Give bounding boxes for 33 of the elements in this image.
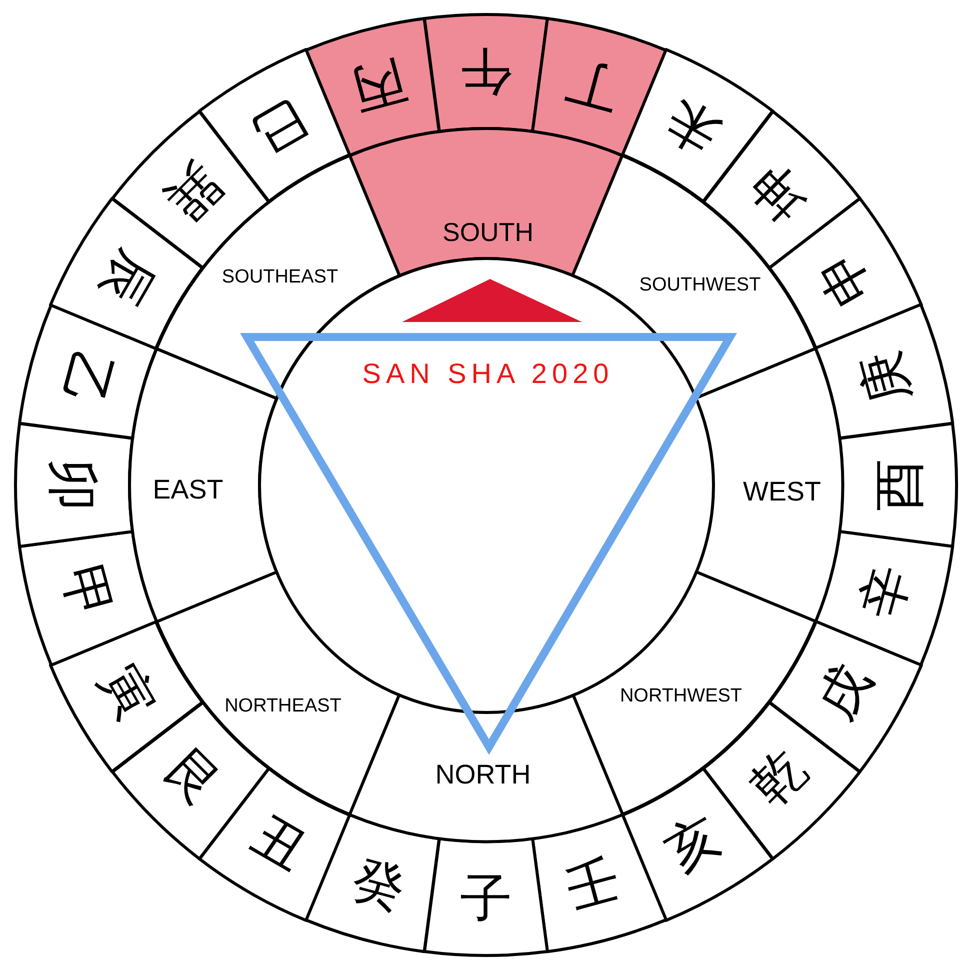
compass-character: 辰 (92, 242, 163, 314)
compass-character: 庚 (854, 346, 918, 410)
heading-text: SAN SHA 2020 (362, 360, 614, 388)
compass-character: 丙 (346, 53, 411, 117)
compass-character: 辛 (854, 560, 918, 624)
compass-character: 乾 (742, 740, 816, 814)
compass-character: 甲 (54, 560, 118, 624)
compass-character: 未 (657, 90, 728, 162)
compass-character: 亥 (657, 808, 728, 880)
compass-character: 寅 (92, 656, 163, 728)
direction-label: NORTHWEST (620, 686, 742, 706)
compass-character: 癸 (346, 853, 411, 917)
compass-character: 乙 (54, 346, 118, 410)
compass-character: 戌 (809, 656, 880, 728)
compass-character: 丁 (561, 53, 625, 117)
direction-label: SOUTHWEST (639, 275, 761, 294)
compass-character: 壬 (561, 853, 625, 917)
direction-label: SOUTHEAST (222, 267, 338, 286)
direction-label: SOUTH (442, 219, 534, 245)
compass-character: 酉 (874, 458, 926, 511)
direction-label: NORTH (435, 761, 531, 788)
compass-character: 艮 (156, 740, 230, 814)
compass-character: 子 (460, 872, 512, 925)
compass-character: 申 (809, 242, 880, 314)
compass-character: 巽 (156, 155, 230, 230)
compass-character: 巳 (243, 90, 314, 162)
direction-label: WEST (742, 478, 821, 506)
compass-character: 坤 (742, 155, 816, 230)
direction-label: EAST (152, 476, 224, 504)
compass-character: 午 (460, 45, 512, 97)
compass-character: 卯 (46, 458, 98, 511)
compass-character: 丑 (243, 808, 314, 880)
direction-label: NORTHEAST (224, 696, 342, 716)
